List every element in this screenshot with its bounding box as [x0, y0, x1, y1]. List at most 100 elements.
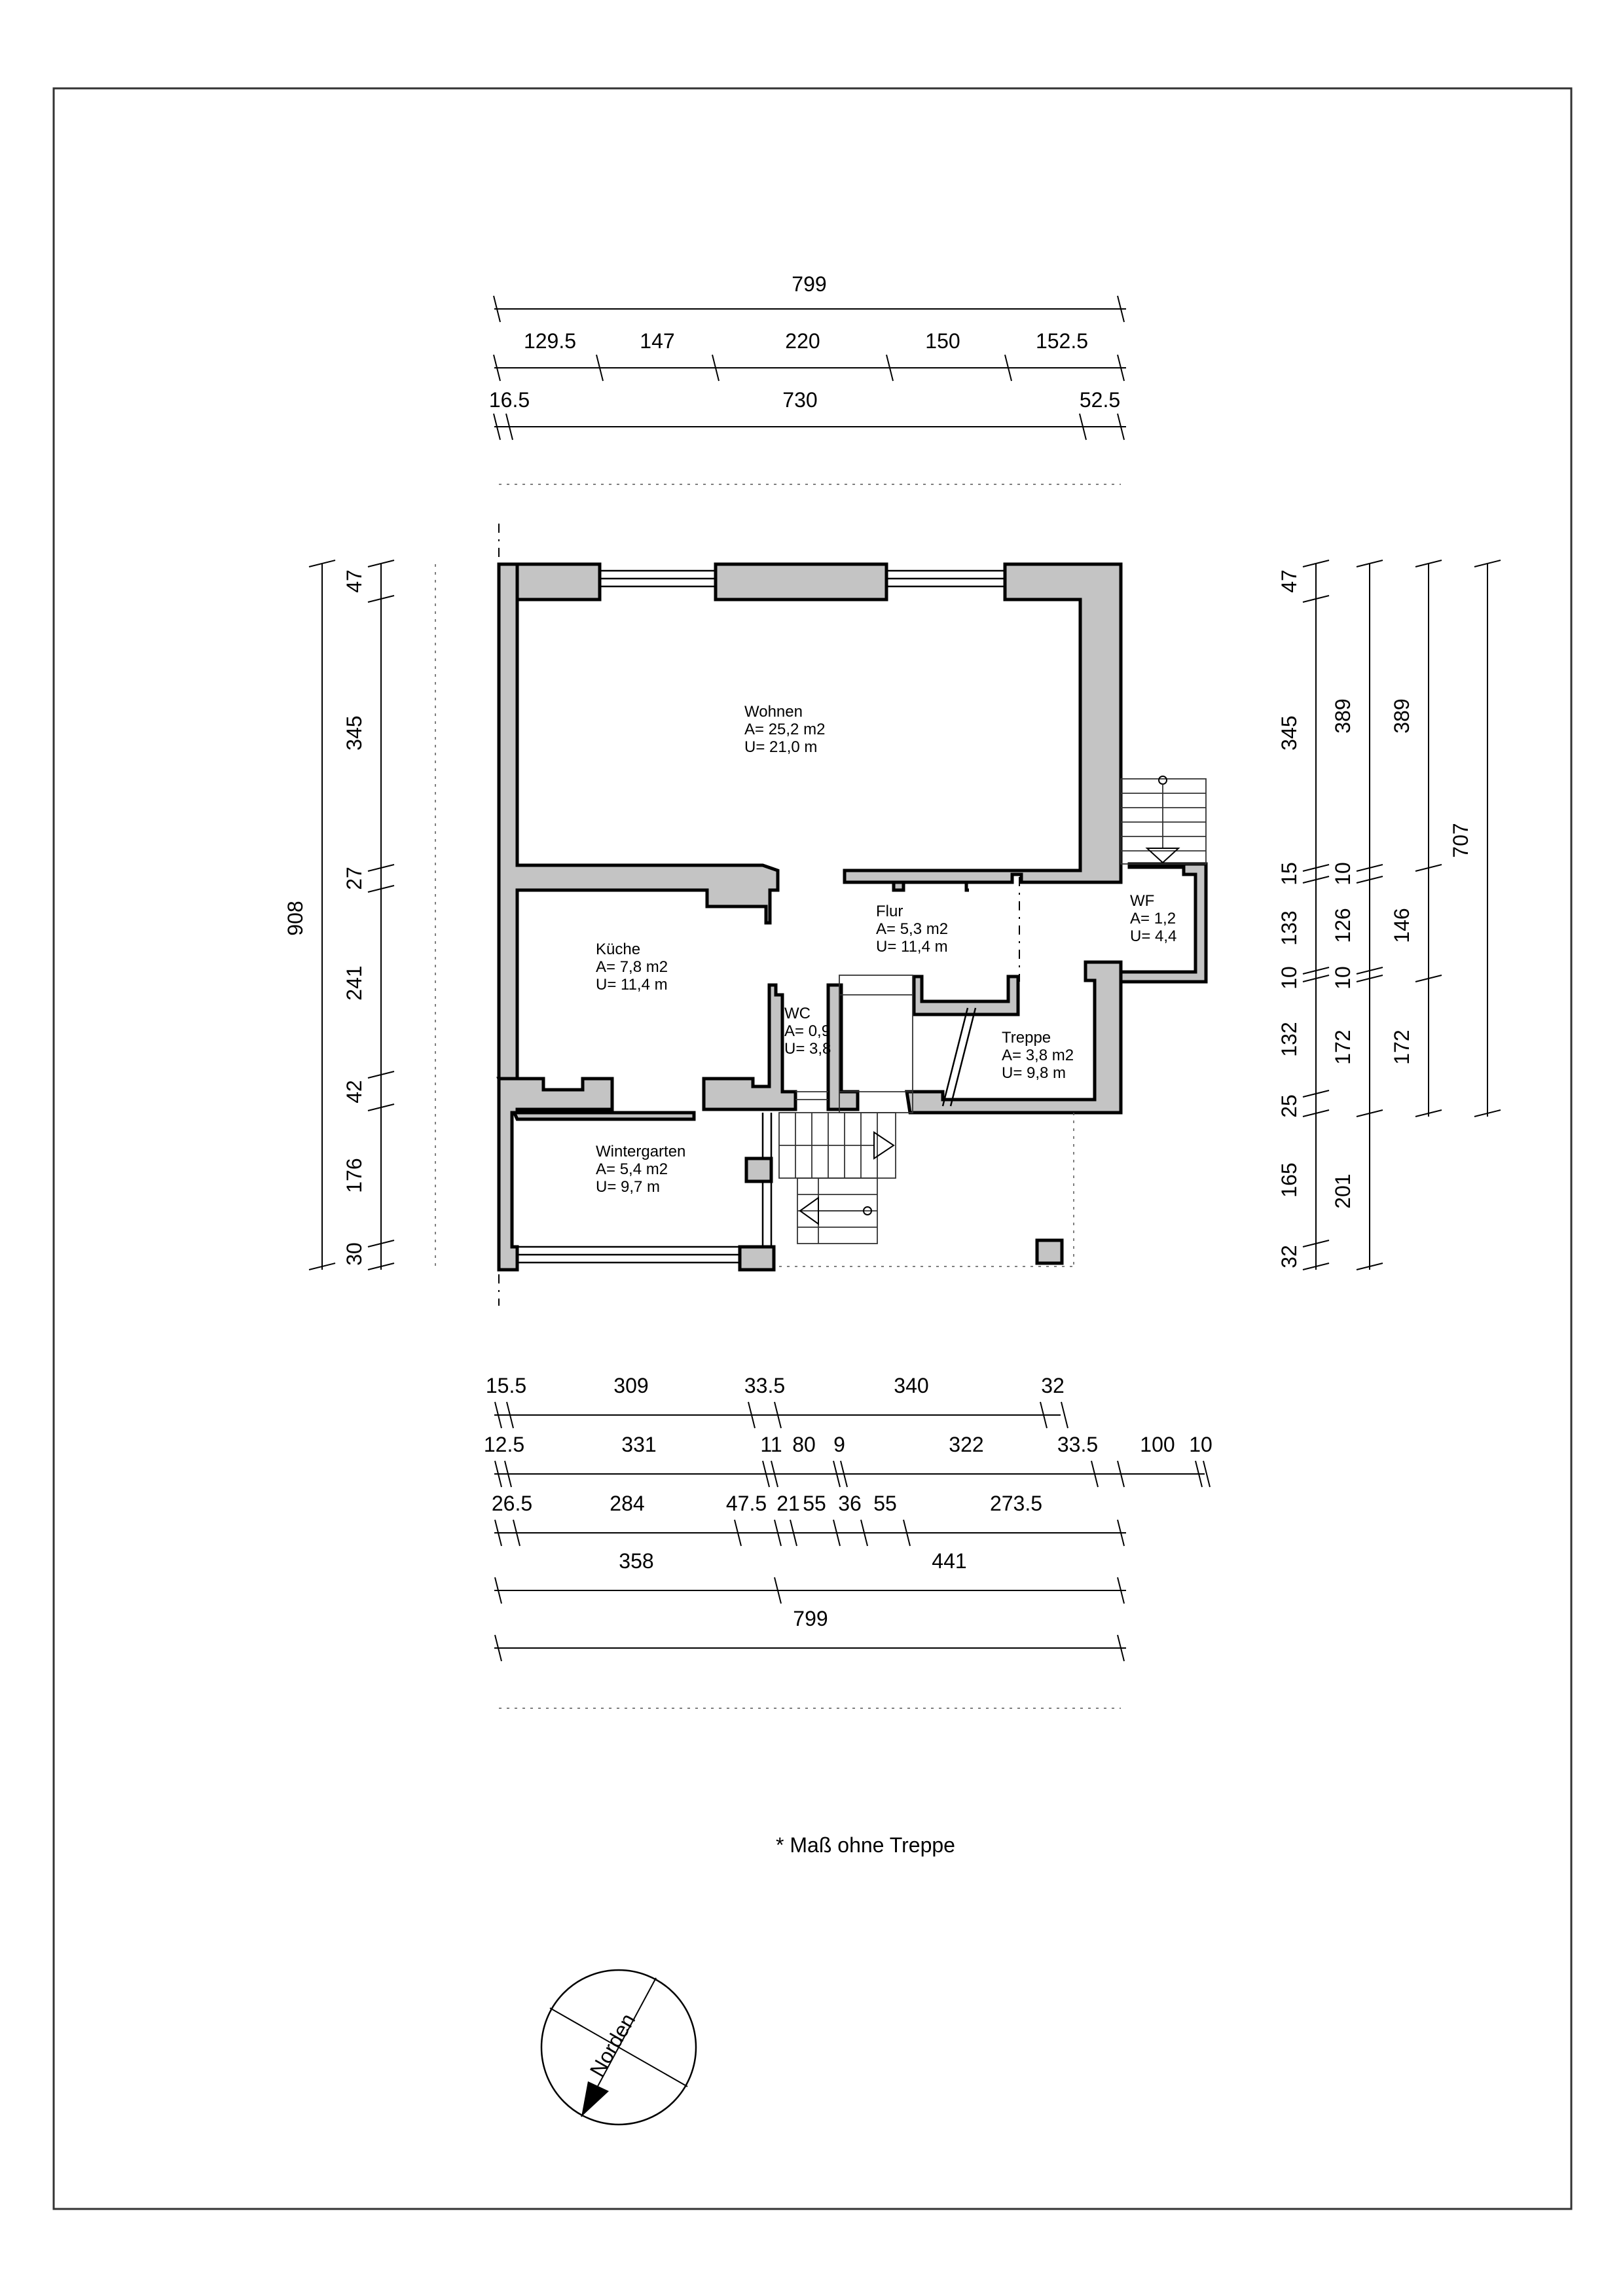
- bottom-dim-3: 33.5: [744, 1374, 785, 1397]
- bottom-dim-16: 284: [610, 1492, 644, 1515]
- sheet-frame: [52, 87, 1573, 2210]
- right-dim-2: 345: [1277, 715, 1301, 750]
- bottom-dim-13: 100: [1140, 1433, 1175, 1456]
- left-dim-total: 908: [283, 901, 307, 935]
- bottom-dim-5: 32: [1041, 1374, 1065, 1397]
- top-dim-1: 129.5: [524, 329, 576, 353]
- right-dim-7: 25: [1277, 1094, 1301, 1118]
- top-dim-3: 220: [785, 329, 820, 353]
- north-arrow-icon: [581, 2081, 609, 2117]
- room-kueche: Küche A= 7,8 m2 U= 11,4 m: [596, 941, 668, 994]
- svg-text:U= 9,7 m: U= 9,7 m: [596, 1178, 660, 1196]
- svg-text:U= 4,4: U= 4,4: [1130, 927, 1176, 945]
- svg-text:Wintergarten: Wintergarten: [596, 1143, 685, 1160]
- svg-text:A= 0,9: A= 0,9: [784, 1022, 830, 1040]
- bottom-dim-2: 309: [613, 1374, 648, 1397]
- bottom-dim-6: 12.5: [484, 1433, 524, 1456]
- room-treppe: Treppe A= 3,8 m2 U= 9,8 m: [1002, 1029, 1074, 1082]
- svg-text:U= 3,8: U= 3,8: [784, 1040, 831, 1058]
- right-dim-4: 133: [1277, 910, 1301, 945]
- left-dim-1: 47: [342, 569, 366, 593]
- compass-label: Norden: [585, 2009, 640, 2081]
- north-compass: Norden: [540, 1969, 697, 2126]
- bottom-dimensions: 15.5 309 33.5 340 32 12.5 331 11 80 9 32…: [484, 1374, 1213, 1709]
- bottom-dim-23: 358: [619, 1549, 653, 1573]
- wall-wf: [1119, 862, 1208, 984]
- right-dim-9: 32: [1277, 1245, 1301, 1268]
- bottom-dim-19: 55: [803, 1492, 826, 1515]
- room-wohnen: Wohnen A= 25,2 m2 U= 21,0 m: [744, 703, 825, 756]
- svg-text:U= 21,0 m: U= 21,0 m: [744, 738, 817, 756]
- right-dim-13: 10: [1331, 966, 1355, 990]
- bottom-dim-24: 441: [932, 1549, 966, 1573]
- right-dim-5: 10: [1277, 966, 1301, 990]
- svg-text:Wohnen: Wohnen: [744, 703, 803, 721]
- right-dim-1: 47: [1277, 569, 1301, 593]
- svg-text:A= 25,2 m2: A= 25,2 m2: [744, 721, 825, 738]
- bottom-dim-7: 331: [621, 1433, 656, 1456]
- right-dim-16: 389: [1390, 698, 1413, 733]
- right-dim-18: 172: [1390, 1030, 1413, 1064]
- top-dimensions: 799 129.5 147 220 150 152.5 16.5 730 52.…: [489, 272, 1126, 485]
- wall-wc-left: [702, 983, 797, 1111]
- pillar-middle: [744, 1157, 773, 1183]
- left-dim-2: 345: [342, 715, 366, 750]
- room-labels: Wohnen A= 25,2 m2 U= 21,0 m Küche A= 7,8…: [596, 703, 1176, 1196]
- top-dim-2: 147: [640, 329, 674, 353]
- room-wc: WC A= 0,9 U= 3,8: [784, 1005, 831, 1058]
- svg-text:A= 5,4 m2: A= 5,4 m2: [596, 1160, 668, 1178]
- top-dim-8: 52.5: [1080, 388, 1120, 412]
- room-flur: Flur A= 5,3 m2 U= 11,4 m: [876, 903, 948, 956]
- wall-wc-right: [826, 983, 860, 1111]
- footnote: * Maß ohne Treppe: [776, 1833, 955, 1857]
- svg-text:Flur: Flur: [876, 903, 903, 920]
- bottom-dim-12: 33.5: [1057, 1433, 1098, 1456]
- top-dim-6: 16.5: [489, 388, 530, 412]
- top-dim-5: 152.5: [1036, 329, 1088, 353]
- bottom-dim-11: 322: [949, 1433, 983, 1456]
- bottom-dim-22: 273.5: [990, 1492, 1042, 1515]
- bottom-dim-overall: 799: [793, 1607, 828, 1630]
- room-wintergarten: Wintergarten A= 5,4 m2 U= 9,7 m: [596, 1143, 685, 1196]
- left-dim-3: 27: [342, 867, 366, 890]
- right-dim-10: 389: [1331, 698, 1355, 733]
- left-dim-4: 241: [342, 965, 366, 1000]
- left-dim-7: 30: [342, 1242, 366, 1266]
- left-dimensions: 908 47 345 27 241 42 176 30: [283, 560, 436, 1270]
- pillar-south: [738, 1245, 776, 1272]
- east-entrance-steps: [1120, 778, 1207, 865]
- wall-flur-stair-landing: [912, 975, 1020, 1016]
- right-dim-11: 10: [1331, 862, 1355, 886]
- right-dim-17: 146: [1390, 908, 1413, 942]
- bottom-dim-9: 80: [792, 1433, 816, 1456]
- bottom-dim-20: 36: [838, 1492, 862, 1515]
- svg-text:WF: WF: [1130, 892, 1154, 910]
- top-dim-overall: 799: [792, 272, 826, 296]
- building-plan: [496, 524, 1208, 1306]
- svg-text:WC: WC: [784, 1005, 811, 1022]
- right-dim-19: 707: [1449, 823, 1472, 857]
- right-dim-12: 126: [1331, 908, 1355, 942]
- bottom-dim-15: 26.5: [492, 1492, 532, 1515]
- svg-text:U= 9,8 m: U= 9,8 m: [1002, 1064, 1066, 1082]
- svg-text:U= 11,4 m: U= 11,4 m: [596, 976, 668, 994]
- room-wf: WF A= 1,2 U= 4,4: [1130, 892, 1176, 945]
- svg-text:A= 7,8 m2: A= 7,8 m2: [596, 958, 668, 976]
- svg-text:A= 1,2: A= 1,2: [1130, 910, 1176, 927]
- right-dim-8: 165: [1277, 1162, 1301, 1197]
- svg-text:A= 5,3 m2: A= 5,3 m2: [876, 920, 948, 938]
- svg-text:Küche: Küche: [596, 941, 640, 958]
- svg-text:Treppe: Treppe: [1002, 1029, 1051, 1047]
- right-dim-6: 132: [1277, 1022, 1301, 1056]
- right-dim-14: 172: [1331, 1030, 1355, 1064]
- bottom-dim-4: 340: [894, 1374, 928, 1397]
- wall-top-middle: [714, 562, 888, 601]
- right-dim-15: 201: [1331, 1174, 1355, 1208]
- wall-west-kueche: [497, 562, 780, 1081]
- pillar-terrace: [1035, 1238, 1064, 1265]
- left-dim-5: 42: [342, 1080, 366, 1103]
- bottom-dim-1: 15.5: [486, 1374, 526, 1397]
- top-dim-7: 730: [782, 388, 817, 412]
- bottom-dim-21: 55: [873, 1492, 897, 1515]
